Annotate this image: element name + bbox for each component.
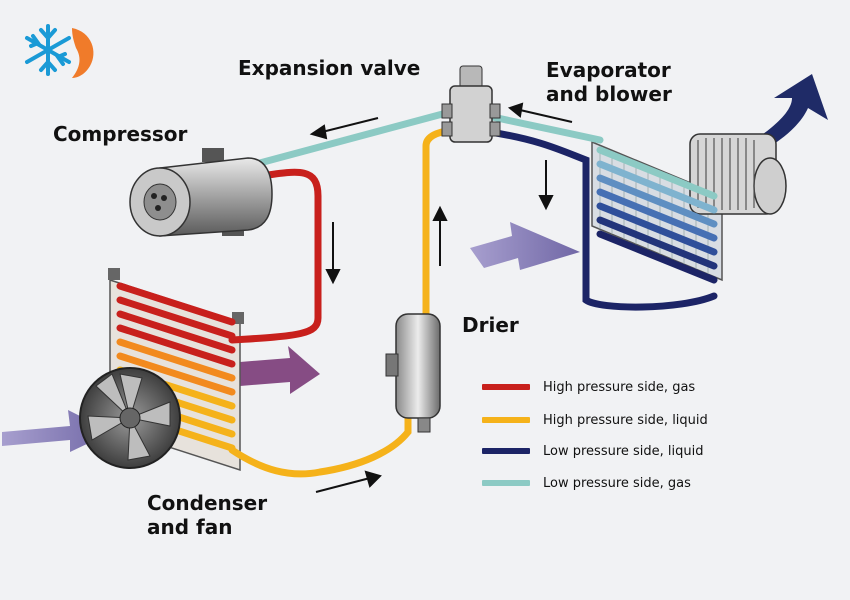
legend-label: High pressure side, liquid	[543, 412, 708, 428]
condenser-to-drier-line	[228, 406, 412, 478]
label-expansion-valve: Expansion valve	[238, 56, 421, 80]
label-evaporator-line2: and blower	[546, 82, 672, 106]
compressor	[129, 148, 273, 237]
flow-arrow-condenser-to-drier	[315, 470, 382, 493]
drier	[385, 313, 441, 433]
legend-label: High pressure side, gas	[543, 379, 696, 395]
label-compressor: Compressor	[53, 122, 188, 146]
flow-arrow-drier-up	[432, 205, 448, 266]
flow-arrow-to-evaporator	[538, 160, 554, 211]
blower	[689, 133, 787, 215]
flow-arrow-compressor-to-condenser	[325, 222, 341, 285]
flow-arrow-from-evaporator	[507, 102, 573, 123]
condenser-gas-coil	[116, 282, 236, 368]
flame-icon	[72, 28, 94, 78]
legend-item-low-gas: Low pressure side, gas	[482, 473, 691, 493]
legend-item-low-liquid: Low pressure side, liquid	[482, 441, 704, 461]
legend-swatch	[482, 448, 530, 454]
evaporator-inflow-arrow	[470, 222, 580, 270]
legend-item-high-liquid: High pressure side, liquid	[482, 410, 708, 430]
low-pressure-gas-line	[252, 108, 454, 168]
expansion-valve	[441, 65, 501, 143]
snowflake-icon	[25, 24, 71, 76]
label-condenser-line1: Condenser	[147, 491, 268, 515]
label-drier: Drier	[462, 313, 519, 337]
legend-item-high-gas: High pressure side, gas	[482, 377, 695, 397]
legend-label: Low pressure side, liquid	[543, 443, 704, 459]
legend-label: Low pressure side, gas	[543, 475, 691, 491]
legend-swatch	[482, 480, 530, 486]
condenser-fan	[79, 367, 181, 469]
snowflake-flame-logo	[25, 24, 94, 78]
evaporator-gas-outlet-line	[484, 112, 604, 144]
label-condenser-line2: and fan	[147, 515, 233, 539]
legend-swatch	[482, 417, 530, 423]
high-pressure-gas-line	[228, 168, 322, 344]
low-pressure-liquid-line	[486, 128, 718, 311]
flow-arrow-to-compressor	[309, 117, 379, 140]
condenser-transition-coil	[116, 338, 236, 396]
legend-swatch	[482, 384, 530, 390]
condenser-outflow-arrow	[240, 346, 320, 394]
evaporator-coil	[596, 146, 718, 284]
label-evaporator-line1: Evaporator	[546, 58, 671, 82]
